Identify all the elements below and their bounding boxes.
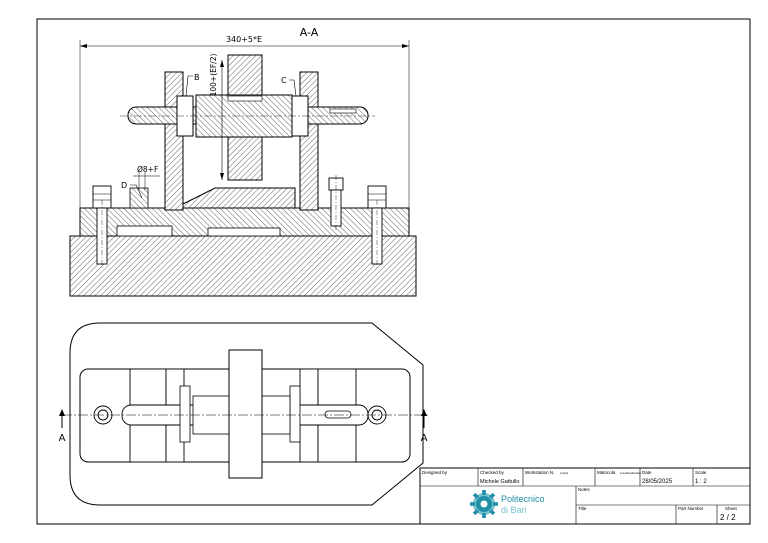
svg-text:A: A <box>59 433 66 444</box>
date-value: 28/05/2025 <box>642 479 673 485</box>
cutting-plane-marker-left: A <box>59 409 66 444</box>
keyway-top <box>227 95 263 102</box>
svg-text:C: C <box>281 76 287 85</box>
title-label: Title <box>578 506 587 511</box>
section-title: A-A <box>300 26 319 39</box>
bolt-left <box>92 185 112 268</box>
plan-gear <box>228 349 263 479</box>
matricola-hint: (mod/matricola) <box>620 471 641 475</box>
callout-b: B <box>185 73 200 97</box>
keyway-shaft <box>329 108 357 114</box>
height-dimension-text: 100+(EF/2) <box>209 54 218 97</box>
bore-dimension-text: Ø8+F <box>137 165 158 174</box>
checked-by-value: Michele Gattullo <box>480 479 519 485</box>
workstation-hint: (mod) <box>560 471 568 475</box>
wedge-block <box>174 187 296 209</box>
workstation-label: Workstation N. <box>525 470 554 475</box>
drawing-frame <box>36 18 751 525</box>
scale-value: 1 : 2 <box>695 479 707 485</box>
cap-screw <box>328 175 344 230</box>
svg-text:D: D <box>121 181 127 190</box>
callout-d: D <box>121 181 143 199</box>
base-plate <box>69 235 417 297</box>
part-number-label: Part Number <box>678 506 704 511</box>
overall-dimension-text: 340+5*E <box>226 35 262 44</box>
callout-c: C <box>281 76 297 97</box>
right-support <box>299 71 319 211</box>
sheet-value: 2 / 2 <box>720 513 736 522</box>
plan-view: A A <box>59 322 428 506</box>
lower-slot-center <box>207 227 281 237</box>
height-dimension: 100+(EF/2) <box>209 54 224 180</box>
plan-keyway <box>324 410 352 419</box>
plan-bearing-right <box>289 385 301 443</box>
bore-dimension: Ø8+F <box>133 165 160 190</box>
lower-slot-left <box>116 225 173 237</box>
logo-text-line1: Politecnico <box>501 494 545 504</box>
sheet-label: Sheet <box>725 506 738 511</box>
section-view-a-a: 340+5*E A-A <box>69 26 417 297</box>
svg-text:A: A <box>421 433 428 444</box>
left-support <box>164 71 184 211</box>
svg-text:B: B <box>194 73 200 82</box>
title-block: Designed by Checked by Michele Gattullo … <box>419 467 751 525</box>
scale-label: Scale <box>695 470 707 475</box>
date-label: Date <box>642 470 652 475</box>
gear-emblem-icon <box>470 490 498 518</box>
bolt-right <box>367 185 387 268</box>
checked-by-label: Checked by <box>480 470 505 475</box>
overall-dimension: 340+5*E <box>79 35 410 210</box>
university-logo: Politecnico di Bari <box>470 490 545 518</box>
logo-text-line2: di Bari <box>501 505 527 515</box>
matricola-label: Matricola <box>597 470 616 475</box>
designed-by-label: Designed by <box>422 470 448 475</box>
notes-label: Notes <box>578 487 591 492</box>
cutting-plane-marker-right: A <box>421 409 428 444</box>
plan-bearing-left <box>179 385 191 443</box>
